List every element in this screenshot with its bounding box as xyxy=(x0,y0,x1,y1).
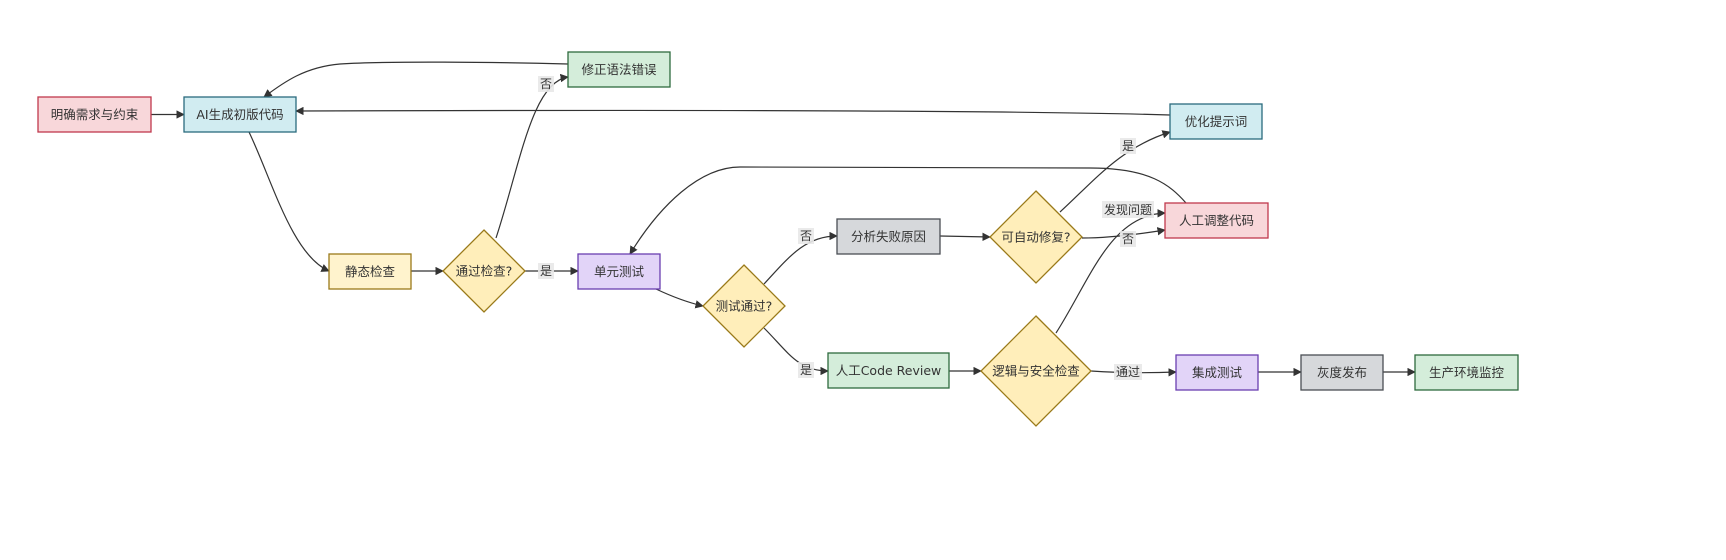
edge-label-background xyxy=(1119,231,1137,247)
node-label: 灰度发布 xyxy=(1317,365,1367,380)
edge-manual-adjust-to-unit-test xyxy=(629,166,1187,255)
node-test-pass: 测试通过? xyxy=(702,264,786,348)
edge-label-background xyxy=(537,76,555,92)
edge-label: 否 xyxy=(1122,232,1134,246)
process-box-shape xyxy=(1175,354,1259,391)
edge-label-group: 是 xyxy=(537,263,555,279)
edge-test-pass-to-analyze xyxy=(763,231,838,285)
node-pass-check: 通过检查? xyxy=(442,229,526,313)
edge-analyze-to-auto-fix xyxy=(939,232,991,242)
node-label: 生产环境监控 xyxy=(1429,365,1505,380)
edge-label-background xyxy=(1101,201,1155,218)
node-label: 人工调整代码 xyxy=(1179,213,1254,228)
node-label: 单元测试 xyxy=(594,264,645,279)
process-box-shape xyxy=(1164,202,1269,239)
node-gray-release: 灰度发布 xyxy=(1300,354,1384,391)
edge-label: 是 xyxy=(540,264,552,278)
node-fix-syntax: 修正语法错误 xyxy=(567,51,671,88)
node-ai-gen: AI生成初版代码 xyxy=(183,96,297,133)
decision-diamond-shape xyxy=(980,315,1092,427)
edge-label-background xyxy=(797,228,815,244)
edge-label: 否 xyxy=(800,229,812,243)
edge-label-background xyxy=(1119,138,1137,154)
node-label: 集成测试 xyxy=(1192,365,1243,380)
process-box-shape xyxy=(1169,103,1263,140)
process-box-shape xyxy=(37,96,152,133)
edge-label-group: 是 xyxy=(797,362,815,378)
edge-label: 发现问题 xyxy=(1104,202,1152,217)
node-label: 修正语法错误 xyxy=(581,62,657,77)
node-code-review: 人工Code Review xyxy=(827,352,950,389)
node-label: 可自动修复? xyxy=(1001,230,1070,245)
edge-label-group: 通过 xyxy=(1113,364,1143,380)
edge-label: 通过 xyxy=(1116,365,1140,379)
node-optimize: 优化提示词 xyxy=(1169,103,1263,140)
edge-label-group: 否 xyxy=(1119,231,1137,247)
node-label: 测试通过? xyxy=(716,299,773,314)
process-box-shape xyxy=(567,51,671,88)
process-box-shape xyxy=(836,218,941,255)
node-analyze: 分析失败原因 xyxy=(836,218,941,255)
edge-label: 是 xyxy=(1122,139,1134,153)
edge-label-group: 是 xyxy=(1119,138,1137,154)
node-label: 分析失败原因 xyxy=(851,229,926,244)
node-label: 人工Code Review xyxy=(836,363,942,378)
node-label: 明确需求与约束 xyxy=(51,107,139,122)
process-box-shape xyxy=(577,253,661,290)
node-label: 静态检查 xyxy=(345,264,396,279)
process-box-shape xyxy=(328,253,412,290)
edge-test-pass-to-code-review xyxy=(763,327,829,376)
node-monitor: 生产环境监控 xyxy=(1414,354,1519,391)
node-label: AI生成初版代码 xyxy=(196,107,283,122)
node-label: 通过检查? xyxy=(456,264,513,279)
process-box-shape xyxy=(183,96,297,133)
node-label: 逻辑与安全检查 xyxy=(992,364,1080,379)
edge-auto-fix-to-optimize xyxy=(1059,130,1171,213)
node-label: 优化提示词 xyxy=(1185,114,1248,129)
edge-label-background xyxy=(1113,364,1143,380)
edge-label-group: 否 xyxy=(537,76,555,92)
node-integration: 集成测试 xyxy=(1175,354,1259,391)
flowchart-edges xyxy=(151,61,1416,377)
decision-diamond-shape xyxy=(702,264,786,348)
node-auto-fix: 可自动修复? xyxy=(989,190,1083,284)
edge-unit-test-to-test-pass xyxy=(655,288,704,309)
process-box-shape xyxy=(827,352,950,389)
edge-optimize-to-ai-gen xyxy=(295,106,1171,116)
edge-label: 是 xyxy=(800,363,812,377)
process-box-shape xyxy=(1414,354,1519,391)
edge-label-background xyxy=(797,362,815,378)
node-static-check: 静态检查 xyxy=(328,253,412,290)
process-box-shape xyxy=(1300,354,1384,391)
node-logic-security: 逻辑与安全检查 xyxy=(980,315,1092,427)
edge-fix-syntax-to-ai-gen xyxy=(263,61,569,98)
edge-label-group: 否 xyxy=(797,228,815,244)
node-manual-adjust: 人工调整代码 xyxy=(1164,202,1269,239)
edge-pass-check-to-fix-syntax xyxy=(495,73,569,239)
decision-diamond-shape xyxy=(442,229,526,313)
edge-label-group: 发现问题 xyxy=(1101,201,1155,218)
node-clarify: 明确需求与约束 xyxy=(37,96,152,133)
edge-label: 否 xyxy=(540,77,552,91)
edge-label-background xyxy=(537,263,555,279)
node-unit-test: 单元测试 xyxy=(577,253,661,290)
edge-ai-gen-to-static-check xyxy=(248,131,330,272)
decision-diamond-shape xyxy=(989,190,1083,284)
